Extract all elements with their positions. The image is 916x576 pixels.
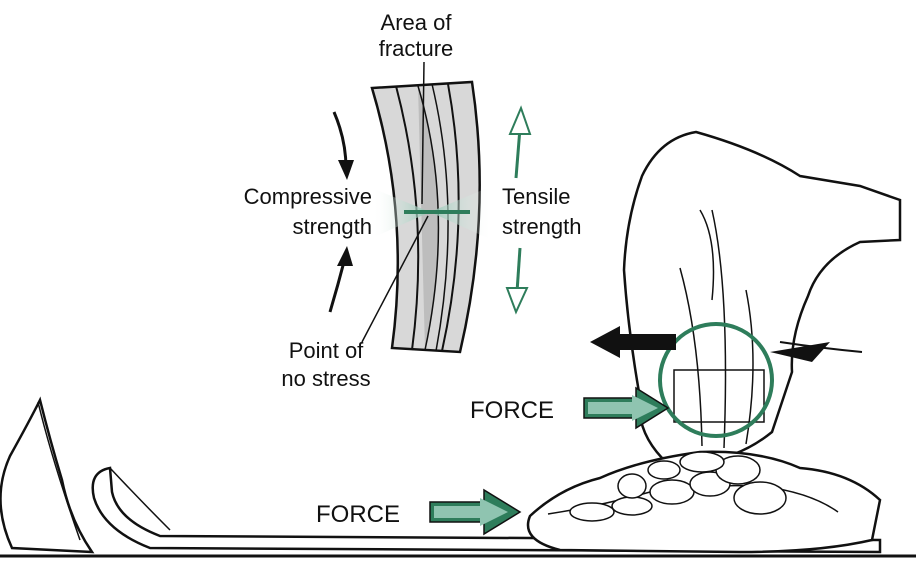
area-of-fracture-label-line2: fracture <box>379 36 454 61</box>
tensile-arrow-up <box>510 108 530 178</box>
left-boot <box>0 400 92 552</box>
compressive-strength-label-line1: Compressive <box>244 184 372 209</box>
area-of-fracture-label-line1: Area of <box>381 10 453 35</box>
tensile-strength-label-line2: strength <box>502 214 582 239</box>
force-arrow-lower <box>430 490 520 534</box>
compressive-strength-label-line2: strength <box>293 214 373 239</box>
force-label-upper: FORCE <box>470 397 554 424</box>
tensile-arrow-down <box>507 248 527 312</box>
tensile-strength-label-line1: Tensile <box>502 184 570 209</box>
foot-with-bones <box>528 452 880 552</box>
force-label-lower: FORCE <box>316 501 400 528</box>
compressive-arrow-up <box>330 246 353 312</box>
point-of-no-stress-label-line1: Point of <box>289 338 364 363</box>
point-of-no-stress-label-line2: no stress <box>281 366 370 391</box>
compressive-arrow-down <box>334 112 354 180</box>
